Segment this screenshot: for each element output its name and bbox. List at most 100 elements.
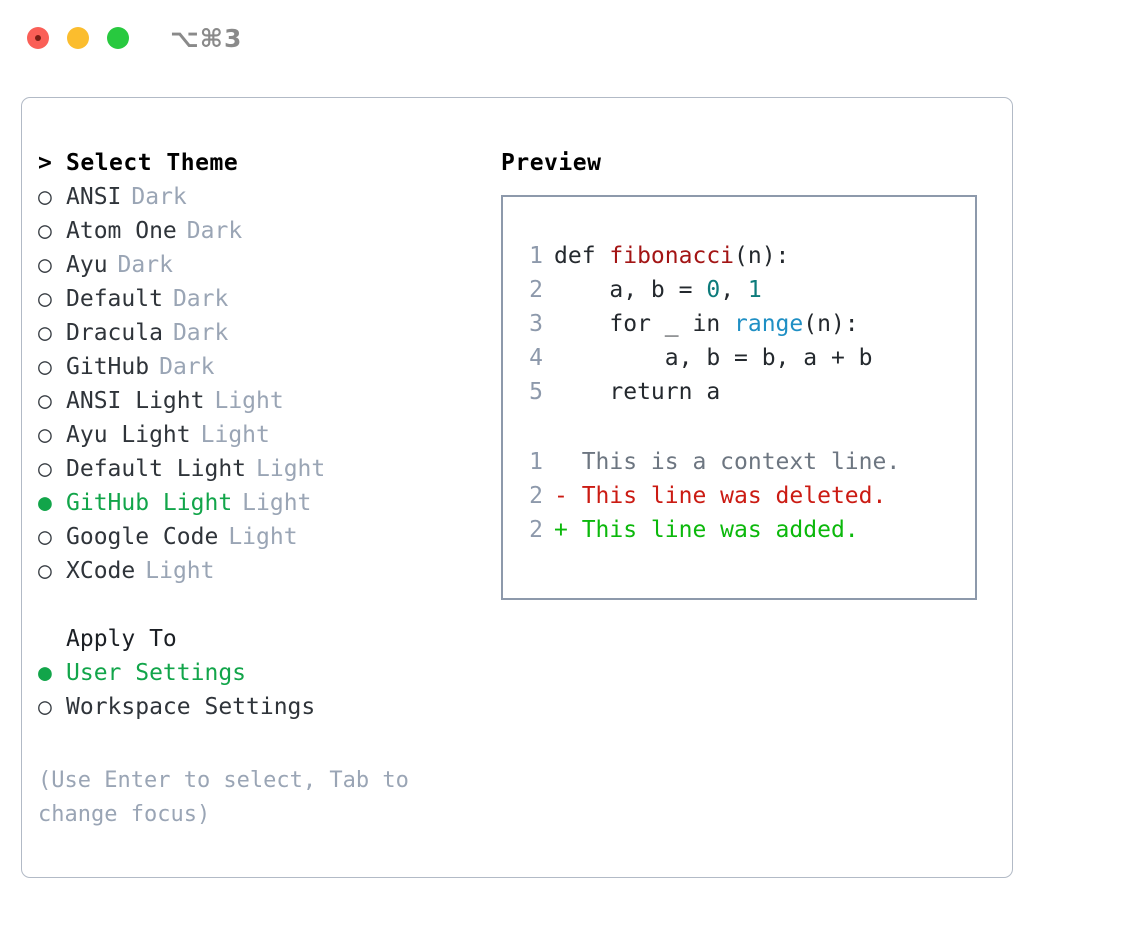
diff-line: 2 + This line was added. [503,517,975,551]
code-line-content: a, b = 0, 1 [554,277,762,303]
radio-unselected-icon[interactable]: ○ [38,320,52,346]
prompt-caret-icon: > [38,150,53,176]
apply-to-option[interactable]: ● User Settings [38,660,468,694]
radio-unselected-icon[interactable]: ○ [38,422,52,448]
theme-variant-tag: Dark [186,218,243,244]
code-line: 2 a, b = 0, 1 [503,277,975,311]
radio-unselected-icon[interactable]: ○ [38,184,52,210]
theme-list-item[interactable]: ○ GitHub Dark [38,354,468,388]
radio-unselected-icon[interactable]: ○ [38,354,52,380]
theme-name: Default Light [66,456,247,482]
apply-to-option-label: Workspace Settings [66,694,316,720]
code-token: a, b = [554,277,707,303]
code-line: 3 for _ in range(n): [503,311,975,345]
theme-name: Default [66,286,163,312]
code-line-content: a, b = b, a + b [554,345,873,371]
theme-list-item[interactable]: ○ ANSI Dark [38,184,468,218]
code-token: , [720,277,748,303]
theme-name: GitHub [66,354,150,380]
preview-title: Preview [501,150,602,176]
apply-to-option-label: User Settings [66,660,247,686]
close-window-button[interactable] [27,27,49,49]
theme-variant-tag: Light [145,558,215,584]
radio-selected-icon[interactable]: ● [38,660,52,686]
code-line-content: def fibonacci(n): [554,243,789,269]
radio-unselected-icon[interactable]: ○ [38,218,52,244]
keyboard-shortcut-label: ⌥⌘3 [170,24,243,53]
theme-name: Dracula [66,320,163,346]
theme-variant-tag: Dark [131,184,187,210]
theme-name: Google Code [66,524,219,550]
radio-unselected-icon[interactable]: ○ [38,524,52,550]
theme-list-item[interactable]: ○ Atom One Dark [38,218,468,252]
theme-name: Atom One [66,218,177,244]
code-line-number: 3 [529,311,543,337]
apply-to-header: ○ Apply To [38,626,468,660]
code-line-number: 2 [529,277,543,303]
theme-name: Ayu [66,252,108,278]
theme-list-item[interactable]: ○ Google Code Light [38,524,468,558]
theme-variant-tag: Light [242,490,312,516]
code-line-number: 1 [529,243,543,269]
code-line-content: return a [554,379,720,405]
keyboard-hint-text: (Use Enter to select, Tab to change focu… [38,768,409,827]
diff-line: 2 - This line was deleted. [503,483,975,517]
code-token: def [554,243,610,269]
code-line: 1 def fibonacci(n): [503,243,975,277]
theme-name: ANSI Light [66,388,205,414]
code-token: 1 [747,277,762,303]
blank-marker-icon: ○ [38,626,66,652]
theme-variant-tag: Dark [159,354,215,380]
diff-line-content: + This line was added. [554,517,859,543]
preview-spacer [503,413,975,449]
theme-list-item[interactable]: ○ XCode Light [38,558,468,592]
theme-variant-tag: Dark [172,286,229,312]
theme-list-item[interactable]: ○ Ayu Light Light [38,422,468,456]
theme-variant-tag: Light [228,524,298,550]
diff-sample: 1 This is a context line. 2 - This line wa… [503,449,975,551]
theme-list-item[interactable]: ● GitHub Light Light [38,490,468,524]
code-line-number: 4 [529,345,543,371]
apply-to-section: ○ Apply To ●User Settings○Workspace Sett… [38,626,468,728]
code-token: a, b = b, a + b [554,345,873,371]
radio-unselected-icon[interactable]: ○ [38,456,52,482]
select-theme-header: > Select Theme [38,150,468,184]
diff-line-number: 1 [529,449,543,475]
code-token: range [734,311,804,337]
radio-unselected-icon[interactable]: ○ [38,694,52,720]
theme-name: XCode [66,558,136,584]
theme-variant-tag: Light [214,388,284,414]
code-token: (n): [734,243,790,269]
radio-selected-icon[interactable]: ● [38,490,52,516]
apply-to-title: Apply To [66,626,177,652]
theme-name: Ayu Light [66,422,191,448]
minimize-window-button[interactable] [67,27,89,49]
radio-unselected-icon[interactable]: ○ [38,286,52,312]
theme-name: ANSI [66,184,122,210]
theme-name: GitHub Light [66,490,233,516]
code-token: 0 [706,277,721,303]
radio-unselected-icon[interactable]: ○ [38,252,52,278]
diff-line-number: 2 [529,517,543,543]
theme-list-item[interactable]: ○ Default Dark [38,286,468,320]
radio-unselected-icon[interactable]: ○ [38,388,52,414]
radio-unselected-icon[interactable]: ○ [38,558,52,584]
diff-line-content: This is a context line. [554,449,901,475]
diff-line-number: 2 [529,483,543,509]
maximize-window-button[interactable] [107,27,129,49]
theme-variant-tag: Light [200,422,270,448]
code-line: 5 return a [503,379,975,413]
code-token: return a [554,379,721,405]
theme-list-item[interactable]: ○ ANSI Light Light [38,388,468,422]
apply-to-option[interactable]: ○ Workspace Settings [38,694,468,728]
diff-line-content: - This line was deleted. [554,483,887,509]
